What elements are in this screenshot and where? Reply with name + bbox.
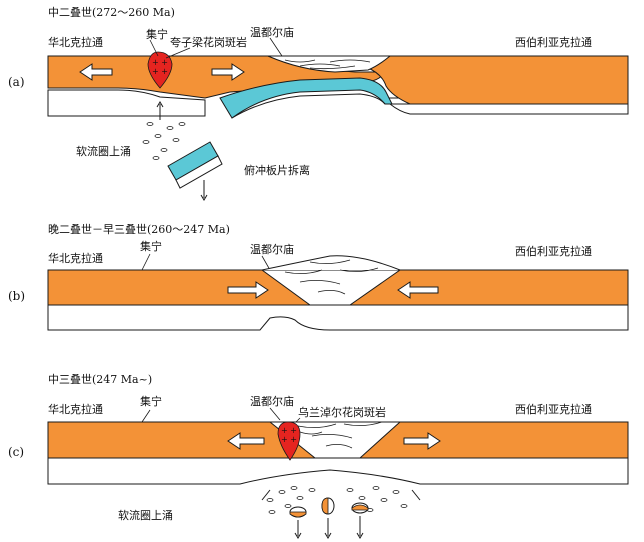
panel-b-right-craton: 西伯利亚克拉通: [515, 244, 592, 258]
panel-a-title: 中二叠世(272～260 Ma): [48, 6, 175, 19]
panel-b-label: (b): [8, 289, 25, 303]
panel-c-title: 中三叠世(247 Ma~): [48, 373, 152, 386]
panel-b-wendu-leader: [261, 255, 271, 271]
down-arrow-icon: [200, 194, 208, 201]
panel-a-left-craton: 华北克拉通: [48, 35, 103, 49]
panel-c-suture-wedge: [268, 421, 402, 459]
plus-sign-icon: + +: [152, 67, 168, 76]
panel-a-pluton-leader: [165, 47, 191, 59]
panel-a-accretionary-wedge: [267, 55, 392, 73]
panel-a-pluton-name: 夸子梁花岗斑岩: [170, 35, 247, 49]
panel-a-right-craton: 西伯利亚克拉通: [515, 35, 592, 49]
panel-c-upwelling-arrow-right: [411, 489, 421, 501]
panel-a-lower-layer-right: [385, 97, 629, 115]
panel-a-lower-layer: [47, 89, 206, 117]
panel-c-sinking-blobs: [289, 497, 369, 518]
hollow-block-arrow-icon: [403, 432, 441, 450]
panel-a-slab-base: [231, 93, 386, 119]
panel-c-pluton-name: 乌兰淖尔花岗斑岩: [298, 405, 386, 419]
panel-c-wedge-fabric: [297, 421, 383, 449]
panel-b-site-wendu: 温都尔庙: [250, 242, 294, 256]
panel-b-wedge-top: [261, 255, 401, 271]
panel-c-upwelling: 软流圈上涌: [118, 508, 173, 522]
panel-a-wendu-leader: [269, 37, 283, 57]
panel-c-label: (c): [8, 445, 24, 459]
panel-b-wedge-fabric: [284, 259, 379, 295]
panel-b-title: 晚二叠世－早三叠世(260～247 Ma): [48, 223, 230, 236]
panel-c-jining-leader: [141, 409, 151, 423]
up-arrow-icon: [156, 101, 164, 108]
panel-c-left-craton: 华北克拉通: [48, 402, 103, 416]
panel-a-site-jining: 集宁: [146, 27, 168, 41]
panel-c-lower-layer: [47, 457, 629, 485]
panel-b-lower-layer: [47, 304, 629, 331]
hollow-block-arrow-icon: [79, 63, 113, 81]
plus-sign-icon: + +: [281, 435, 297, 444]
panel-a-wedge-fabric: [284, 59, 371, 70]
plus-sign-icon: + +: [281, 426, 297, 435]
panel-c-upwelling-arrow-left: [261, 489, 271, 501]
plus-sign-icon: + +: [152, 58, 168, 67]
panel-a-upwelling-melt: [142, 122, 186, 160]
panel-a-label: (a): [8, 75, 25, 89]
hollow-block-arrow-icon: [397, 281, 439, 299]
hollow-block-arrow-icon: [227, 432, 265, 450]
panel-a-jining-leader: [149, 39, 159, 57]
panel-b-left-craton: 华北克拉通: [48, 251, 103, 265]
panel-c-site-wendu: 温都尔庙: [250, 394, 294, 408]
panel-a-pluton: [147, 51, 173, 89]
panel-a-crust-right: [366, 55, 629, 105]
panel-b: 晚二叠世－早三叠世(260～247 Ma) (b) 华北克拉通 西伯利亚克拉通 …: [8, 223, 629, 331]
panel-a-slab-note: 俯冲板片拆离: [244, 163, 310, 177]
panel-c-upwelling-melt: [266, 486, 408, 514]
panel-a-detached-slab-base: [175, 155, 223, 189]
panel-b-jining-leader: [141, 253, 151, 271]
panel-c-site-jining: 集宁: [140, 394, 162, 408]
panel-c-wendu-leader: [269, 407, 281, 421]
panel-b-site-jining: 集宁: [140, 239, 162, 253]
panel-c: 中三叠世(247 Ma~) (c) 华北克拉通 西伯利亚克拉通 集宁 温都尔庙 …: [8, 373, 629, 539]
panel-a-upwelling: 软流圈上涌: [76, 144, 131, 158]
down-arrow-icon: [294, 516, 364, 539]
hollow-block-arrow-icon: [227, 281, 269, 299]
panel-a-site-wendu: 温都尔庙: [250, 25, 294, 39]
hollow-block-arrow-icon: [211, 63, 245, 81]
panel-c-pluton: [277, 421, 301, 461]
panel-c-right-craton: 西伯利亚克拉通: [515, 402, 592, 416]
panel-a: 中二叠世(272～260 Ma) (a) 华北克拉通 西伯利亚克拉通 集宁 温都…: [8, 6, 629, 201]
panel-a-subducting-slab: [219, 77, 393, 119]
